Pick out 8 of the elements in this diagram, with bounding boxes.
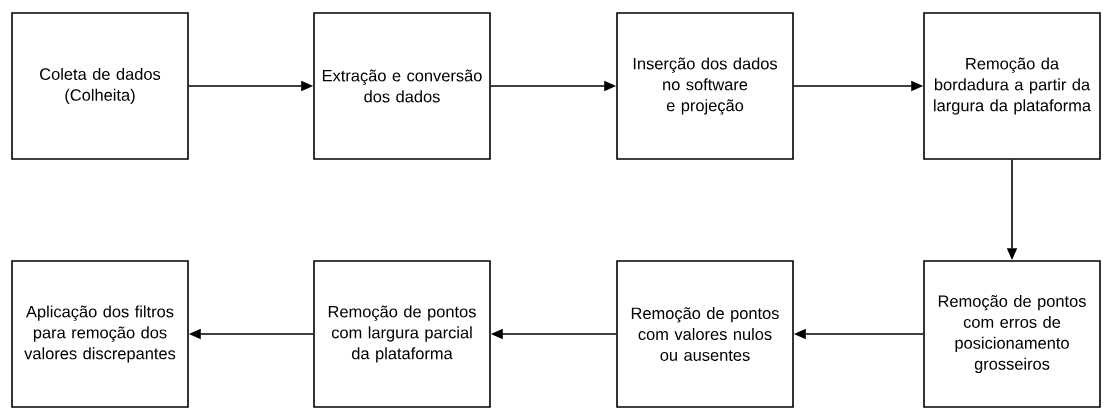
process-box: Remoção de pontos com erros de posicionamento grosseiros <box>923 260 1101 408</box>
process-box: Inserção dos dados no software e projeção <box>616 12 794 160</box>
process-box: Remoção da bordadura a partir da largura da plataforma <box>923 12 1101 160</box>
process-box: Remoção de pontos com largura parcial da plataforma <box>313 260 491 408</box>
process-box: Remoção de pontos com valores nulos ou ausentes <box>616 260 794 408</box>
process-box: Aplicação dos filtros para remoção dos valores discrepantes <box>11 260 189 408</box>
process-box: Extração e conversão dos dados <box>313 12 491 160</box>
process-box: Coleta de dados (Colheita) <box>11 12 189 160</box>
